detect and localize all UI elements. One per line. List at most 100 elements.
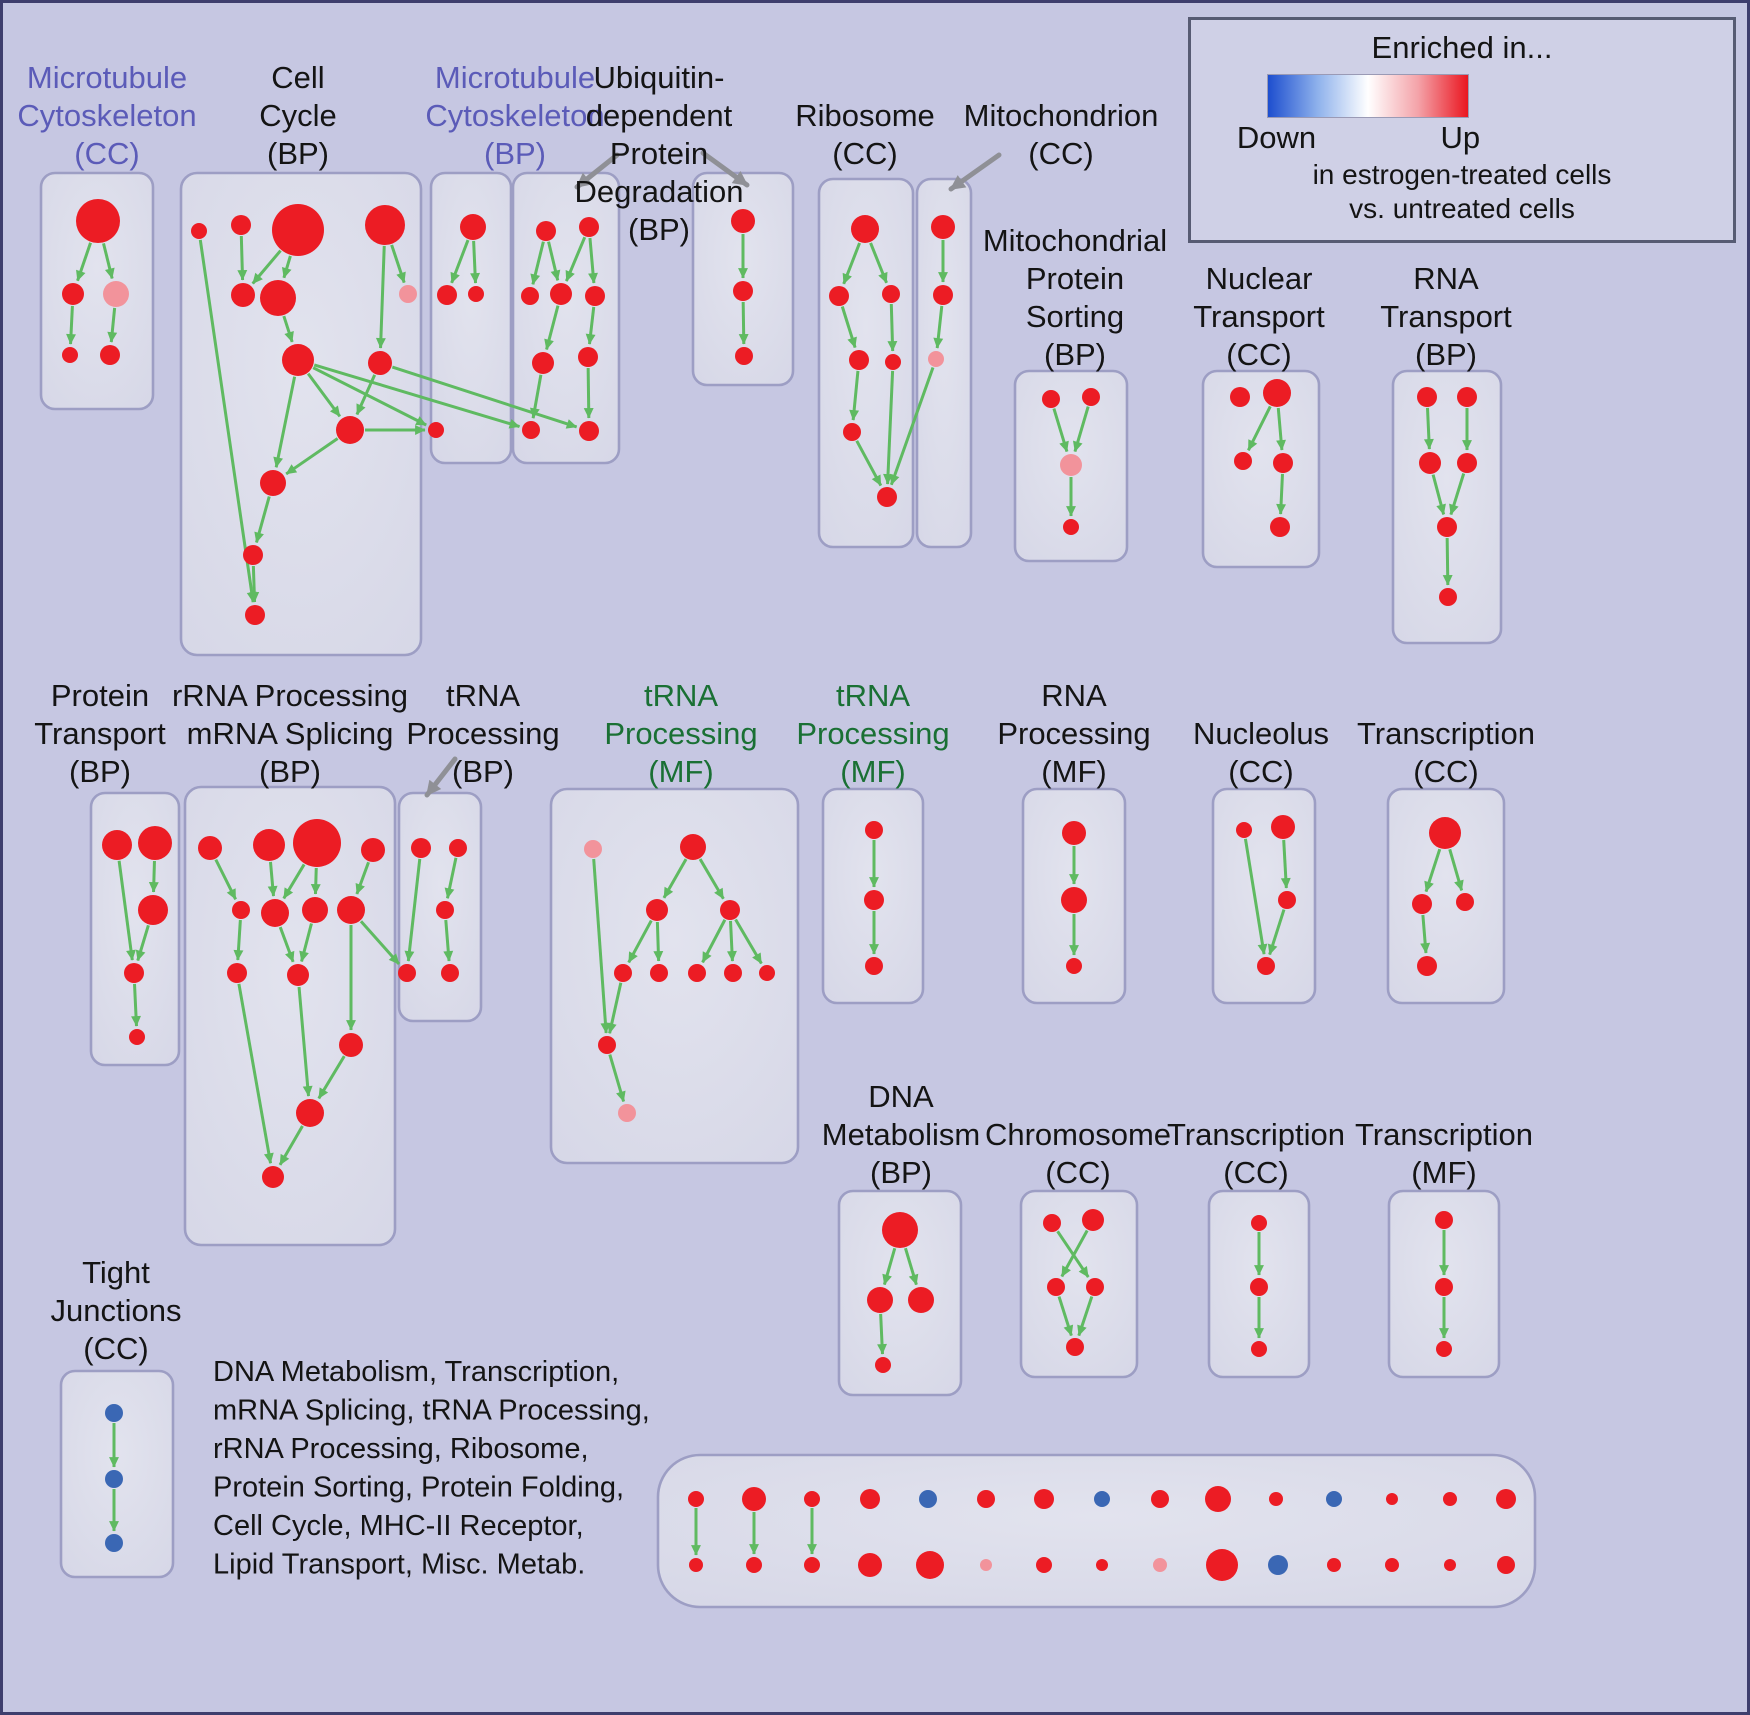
network-edge <box>1280 839 1291 889</box>
network-edge <box>285 437 339 476</box>
go-term-node <box>829 286 849 306</box>
cluster-label: Transport <box>1193 299 1325 334</box>
go-term-node <box>650 964 668 982</box>
legend-scale-labels: Down Up <box>1237 118 1480 158</box>
cluster-label: (BP) <box>1415 337 1477 372</box>
network-edge <box>299 923 313 962</box>
network-edge <box>1247 405 1272 451</box>
go-term-node <box>1066 958 1082 974</box>
go-term-node <box>804 1491 820 1507</box>
go-term-node <box>1437 517 1457 537</box>
go-term-node <box>1086 1278 1104 1296</box>
cluster-label: Degradation <box>575 174 744 209</box>
network-edge <box>233 919 244 961</box>
cluster-box-nucleolus <box>1211 787 1317 1005</box>
go-term-node <box>1439 588 1457 606</box>
network-edge <box>107 307 118 343</box>
network-edge <box>547 241 561 281</box>
cluster-label: Processing <box>796 716 949 751</box>
go-term-node <box>1206 1549 1238 1581</box>
go-term-node <box>731 209 755 233</box>
go-term-node <box>449 839 467 857</box>
go-term-node <box>339 1033 363 1057</box>
go-term-node <box>1278 891 1296 909</box>
go-term-node <box>882 285 900 303</box>
network-edge <box>391 365 578 429</box>
go-term-node <box>742 1487 766 1511</box>
network-edge <box>198 239 257 603</box>
cluster-label: RNA <box>1041 678 1107 713</box>
go-term-node <box>62 347 78 363</box>
legend-gradient-bar <box>1267 74 1469 118</box>
go-term-node <box>1251 1341 1267 1357</box>
go-term-node <box>1263 379 1291 407</box>
network-edge <box>1442 537 1453 586</box>
network-edge <box>842 242 861 285</box>
cluster-label: tRNA <box>836 678 910 713</box>
legend-down-label: Down <box>1236 120 1317 155</box>
go-term-node <box>337 896 365 924</box>
go-term-node <box>919 1490 937 1508</box>
go-term-node <box>1042 390 1060 408</box>
cluster-label: (MF) <box>840 754 905 789</box>
network-edge <box>877 1313 887 1355</box>
network-edge <box>443 919 454 962</box>
network-edge <box>588 237 598 284</box>
go-term-node <box>882 1212 918 1248</box>
network-edge <box>869 242 888 284</box>
cluster-label: tRNA <box>644 678 718 713</box>
cluster-label: (CC) <box>1028 136 1093 171</box>
network-edge <box>627 919 653 964</box>
go-term-node <box>865 821 883 839</box>
network-edge <box>882 1247 897 1286</box>
network-edge <box>1449 473 1466 516</box>
go-term-node <box>1327 1558 1341 1572</box>
cluster-label: (CC) <box>1223 1155 1288 1190</box>
go-term-node <box>1496 1489 1516 1509</box>
go-term-node <box>1269 1492 1283 1506</box>
network-edge <box>444 857 458 899</box>
network-edge <box>583 367 594 419</box>
go-term-node <box>1096 1559 1108 1571</box>
go-term-node <box>875 1357 891 1373</box>
label-pointer-arrow <box>700 150 750 188</box>
go-term-node <box>398 964 416 982</box>
go-term-node <box>733 281 753 301</box>
edges-layer <box>66 150 1472 1556</box>
go-term-node <box>724 964 742 982</box>
cluster-box-mixed-cluster <box>656 1453 1537 1609</box>
network-edge <box>530 241 545 285</box>
network-edge <box>1431 474 1446 515</box>
go-term-node <box>688 964 706 982</box>
labels-layer: MicrotubuleCytoskeleton(CC)CellCycle(BP)… <box>17 60 1535 1581</box>
cluster-box-mitochondrion <box>915 177 973 549</box>
go-term-node <box>1270 517 1290 537</box>
go-term-node <box>272 204 324 256</box>
go-term-node <box>579 217 599 237</box>
network-edge <box>662 858 688 899</box>
cluster-label: Microtubule <box>435 60 595 95</box>
cluster-box-protein-transport <box>89 791 181 1067</box>
go-term-node <box>1066 1338 1084 1356</box>
go-term-node <box>1034 1489 1054 1509</box>
cluster-label: (BP) <box>870 1155 932 1190</box>
go-term-node <box>585 286 605 306</box>
network-edge <box>251 249 282 285</box>
network-edge <box>273 376 297 468</box>
network-edge <box>727 920 737 962</box>
cluster-box-dna-metabolism <box>837 1189 963 1397</box>
cluster-label: Junctions <box>51 1293 182 1328</box>
network-edge <box>312 366 427 427</box>
go-term-node <box>227 963 247 983</box>
go-term-node <box>436 901 454 919</box>
cluster-box-chromosome <box>1019 1189 1139 1379</box>
cluster-label: (BP) <box>628 212 690 247</box>
go-network-diagram: MicrotubuleCytoskeleton(CC)CellCycle(BP)… <box>17 60 1537 1609</box>
cluster-label: (MF) <box>648 754 713 789</box>
cluster-label: Nuclear <box>1206 261 1313 296</box>
network-edge <box>933 305 944 349</box>
network-edge <box>102 242 115 279</box>
network-edge <box>117 860 136 961</box>
network-edge <box>1276 473 1287 515</box>
cluster-label: DNA <box>868 1079 934 1114</box>
